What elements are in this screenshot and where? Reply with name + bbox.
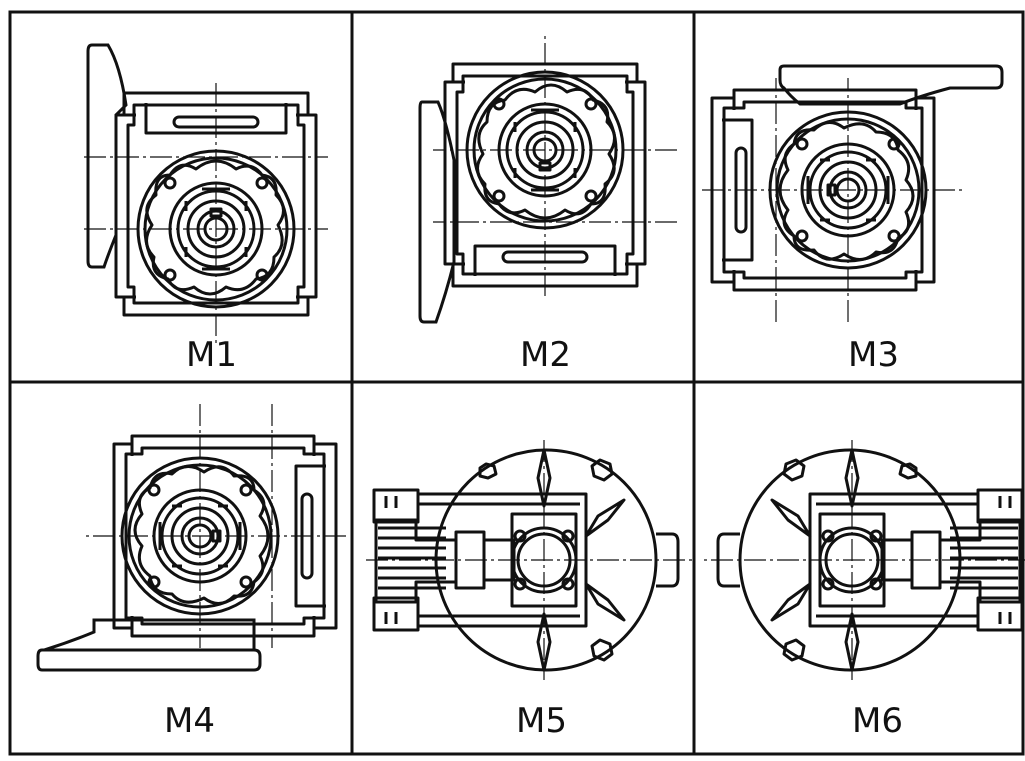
m1-label: M1 <box>186 335 237 375</box>
m4-label: M4 <box>164 701 215 741</box>
cell-m5: M5 <box>365 439 697 741</box>
m6-gearbox-drawing <box>699 439 1025 681</box>
m3-label: M3 <box>848 335 899 375</box>
cell-m3: M3 <box>701 64 1004 375</box>
m5-gearbox-drawing <box>365 439 697 681</box>
m2-gearbox-drawing <box>432 35 678 297</box>
m6-label: M6 <box>852 701 903 741</box>
m3-gearbox-drawing <box>701 77 963 323</box>
m3-mounting-foot <box>778 64 1004 106</box>
cell-m2: M2 <box>418 35 678 375</box>
m2-label: M2 <box>520 335 571 375</box>
m4-mounting-foot <box>36 618 262 672</box>
cell-m6: M6 <box>699 439 1025 741</box>
cell-m1: M1 <box>83 43 329 375</box>
m5-label: M5 <box>516 701 567 741</box>
m4-gearbox-drawing <box>85 403 347 649</box>
m2-mounting-foot <box>418 100 456 324</box>
m1-gearbox-drawing <box>83 43 329 344</box>
grid-frame <box>8 10 1025 756</box>
cell-m4: M4 <box>36 403 347 741</box>
